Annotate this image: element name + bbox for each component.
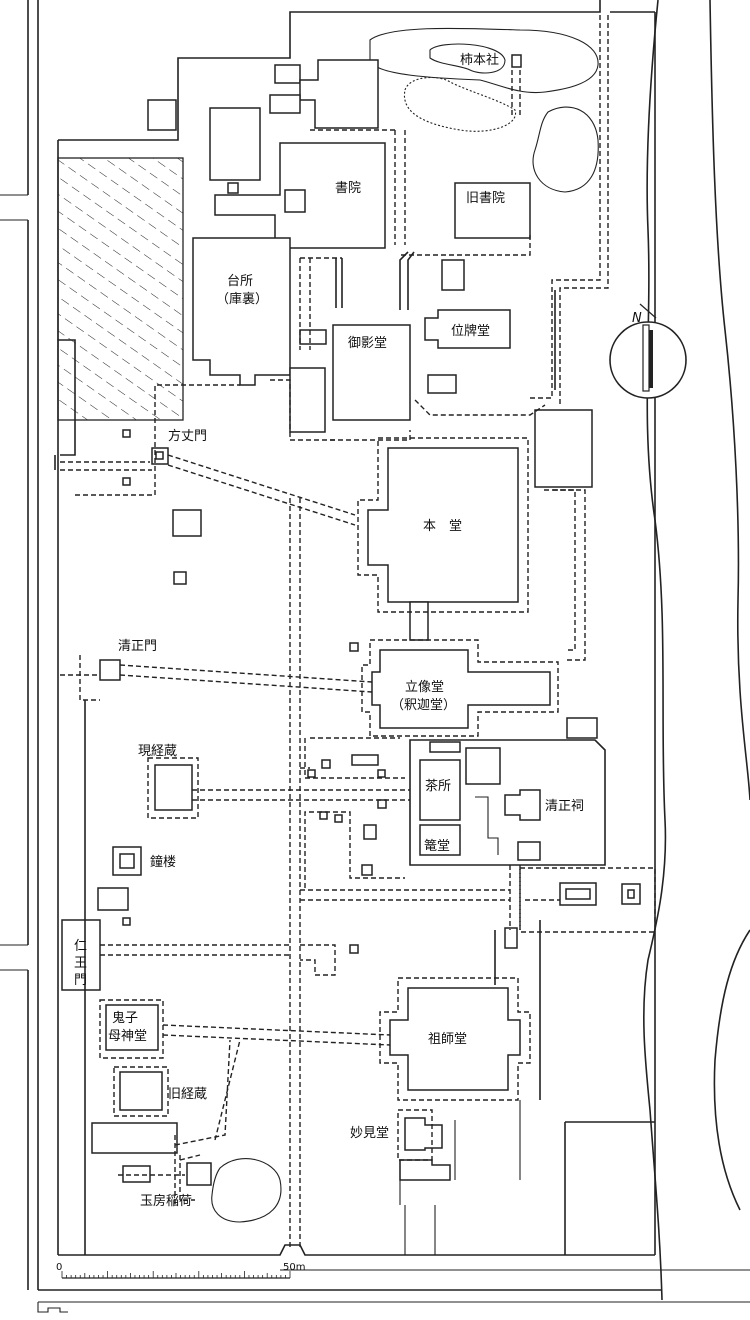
upper-pond bbox=[369, 27, 599, 193]
compass-north-label: N bbox=[632, 311, 642, 326]
seisho-mon bbox=[99, 659, 121, 681]
left-road bbox=[0, 0, 39, 1290]
east-pavilion bbox=[534, 409, 593, 488]
scale-bar: 0 50m bbox=[56, 1262, 305, 1279]
label-kyukyo-zo: 旧経蔵 bbox=[168, 1087, 207, 1102]
label-hondo: 本 堂 bbox=[423, 519, 462, 534]
label-daidokoro: 台所 bbox=[227, 274, 253, 289]
scale-bar-start-label: 0 bbox=[56, 1262, 62, 1273]
right-road bbox=[642, 0, 750, 1301]
label-soshi-do: 祖師堂 bbox=[428, 1032, 467, 1047]
label-seisho-shi: 清正祠 bbox=[545, 799, 584, 814]
label-kago-do: 篭堂 bbox=[424, 839, 450, 854]
hall-enclosures bbox=[147, 379, 656, 1205]
bottom-road bbox=[38, 1269, 750, 1303]
central-small-structures bbox=[307, 754, 518, 954]
kishimojin-do bbox=[105, 1004, 159, 1051]
ihai-do-building bbox=[424, 309, 511, 349]
bottom-left-symbol bbox=[37, 1302, 68, 1313]
label-shoin: 書院 bbox=[335, 181, 361, 196]
label-seisho-mon: 清正門 bbox=[118, 639, 157, 654]
compass-icon: N bbox=[609, 303, 687, 399]
goei-do-building bbox=[332, 324, 411, 421]
label-hojo-mon: 方丈門 bbox=[168, 428, 207, 444]
lower-walls bbox=[399, 1100, 521, 1205]
label-nio-mon-1: 仁 bbox=[74, 939, 87, 954]
label-shoro: 鐘楼 bbox=[150, 854, 176, 870]
label-genkyo-zo: 現経蔵 bbox=[138, 744, 177, 759]
label-kishimojin-do-1: 鬼子 bbox=[112, 1010, 138, 1026]
label-gyokubo-inari: 玉房稲荷 bbox=[140, 1193, 192, 1209]
label-ritsuzo-do: 立像堂 bbox=[405, 680, 444, 695]
label-nio-mon-2: 王 bbox=[74, 956, 87, 971]
hondo-building bbox=[367, 447, 519, 603]
label-myoken-do: 妙見堂 bbox=[350, 1126, 389, 1141]
dashed-boundary bbox=[299, 15, 609, 405]
label-chasho: 茶所 bbox=[425, 778, 451, 794]
genkyo-zo bbox=[154, 764, 193, 811]
label-goei-do: 御影堂 bbox=[348, 336, 387, 351]
upper-buildings bbox=[147, 59, 531, 291]
label-nio-mon-3: 門 bbox=[74, 973, 87, 988]
kyukyo-zo bbox=[119, 1071, 163, 1111]
small-structure bbox=[427, 374, 457, 394]
hondo-stair bbox=[409, 601, 429, 641]
goei-connector bbox=[289, 367, 326, 433]
label-shaka-do: （釈迦堂） bbox=[391, 698, 456, 713]
map-labels: 柿本社 書院 旧書院 台所 （庫裏） 位牌堂 御影堂 方丈門 本 堂 清正門 立… bbox=[74, 52, 584, 1209]
label-kishimojin-do-2: 母神堂 bbox=[108, 1029, 147, 1044]
label-kyu-shoin: 旧書院 bbox=[466, 191, 505, 206]
ritsuzo-do-building bbox=[371, 649, 551, 729]
soshi-do-building bbox=[389, 987, 521, 1091]
walkways bbox=[60, 384, 560, 1250]
myoken-do-building bbox=[404, 1117, 443, 1151]
scale-bar-end-label: 50m bbox=[283, 1262, 305, 1273]
label-ihai-do: 位牌堂 bbox=[451, 323, 490, 339]
label-kuri: （庫裏） bbox=[216, 292, 268, 307]
daidokoro-building bbox=[192, 237, 291, 386]
inner-walls bbox=[54, 251, 556, 1255]
tea-complex bbox=[409, 717, 606, 866]
label-kakimoto-sha: 柿本社 bbox=[460, 52, 499, 68]
lower-pond bbox=[211, 1158, 282, 1223]
hatched-area bbox=[57, 157, 184, 421]
